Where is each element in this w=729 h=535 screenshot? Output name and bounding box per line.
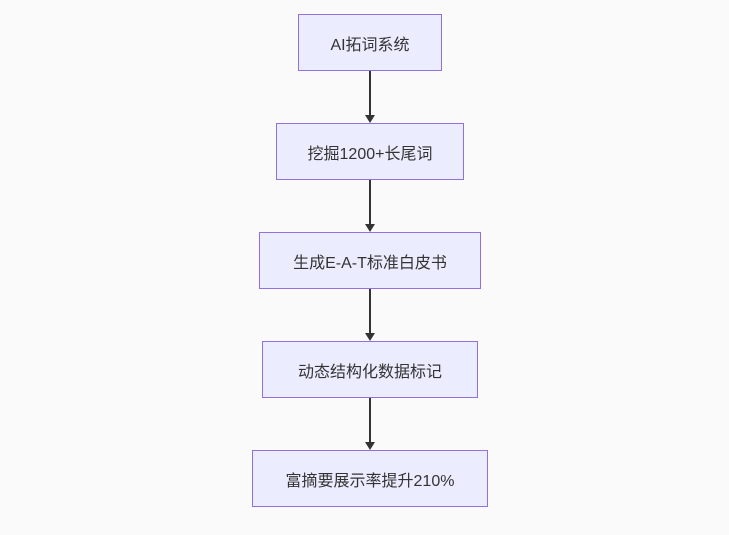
flow-node-rich-snippet-rate: 富摘要展示率提升210% (252, 450, 488, 507)
down-arrow-3 (365, 289, 375, 341)
arrow-shaft (369, 289, 371, 333)
down-arrow-2 (365, 180, 375, 232)
arrow-shaft (369, 180, 371, 224)
flowchart: AI拓词系统 挖掘1200+长尾词 生成E-A-T标准白皮书 动态结构化数据标记… (252, 14, 488, 507)
flow-node-ai-keyword-system: AI拓词系统 (298, 14, 442, 71)
arrow-shaft (369, 398, 371, 442)
flow-node-label: 生成E-A-T标准白皮书 (293, 254, 447, 272)
arrow-shaft (369, 71, 371, 115)
flow-node-structured-data-markup: 动态结构化数据标记 (262, 341, 478, 398)
flow-node-label: 挖掘1200+长尾词 (307, 145, 433, 163)
flow-node-label: 动态结构化数据标记 (297, 363, 442, 381)
down-arrow-4 (365, 398, 375, 450)
down-arrow-1 (365, 71, 375, 123)
flow-node-label: 富摘要展示率提升210% (285, 472, 455, 490)
arrowhead-icon (365, 115, 375, 123)
arrowhead-icon (365, 333, 375, 341)
arrowhead-icon (365, 442, 375, 450)
flow-node-eat-whitepaper: 生成E-A-T标准白皮书 (259, 232, 481, 289)
arrowhead-icon (365, 224, 375, 232)
flow-node-longtail-keywords: 挖掘1200+长尾词 (276, 123, 464, 180)
flow-node-label: AI拓词系统 (330, 36, 410, 54)
